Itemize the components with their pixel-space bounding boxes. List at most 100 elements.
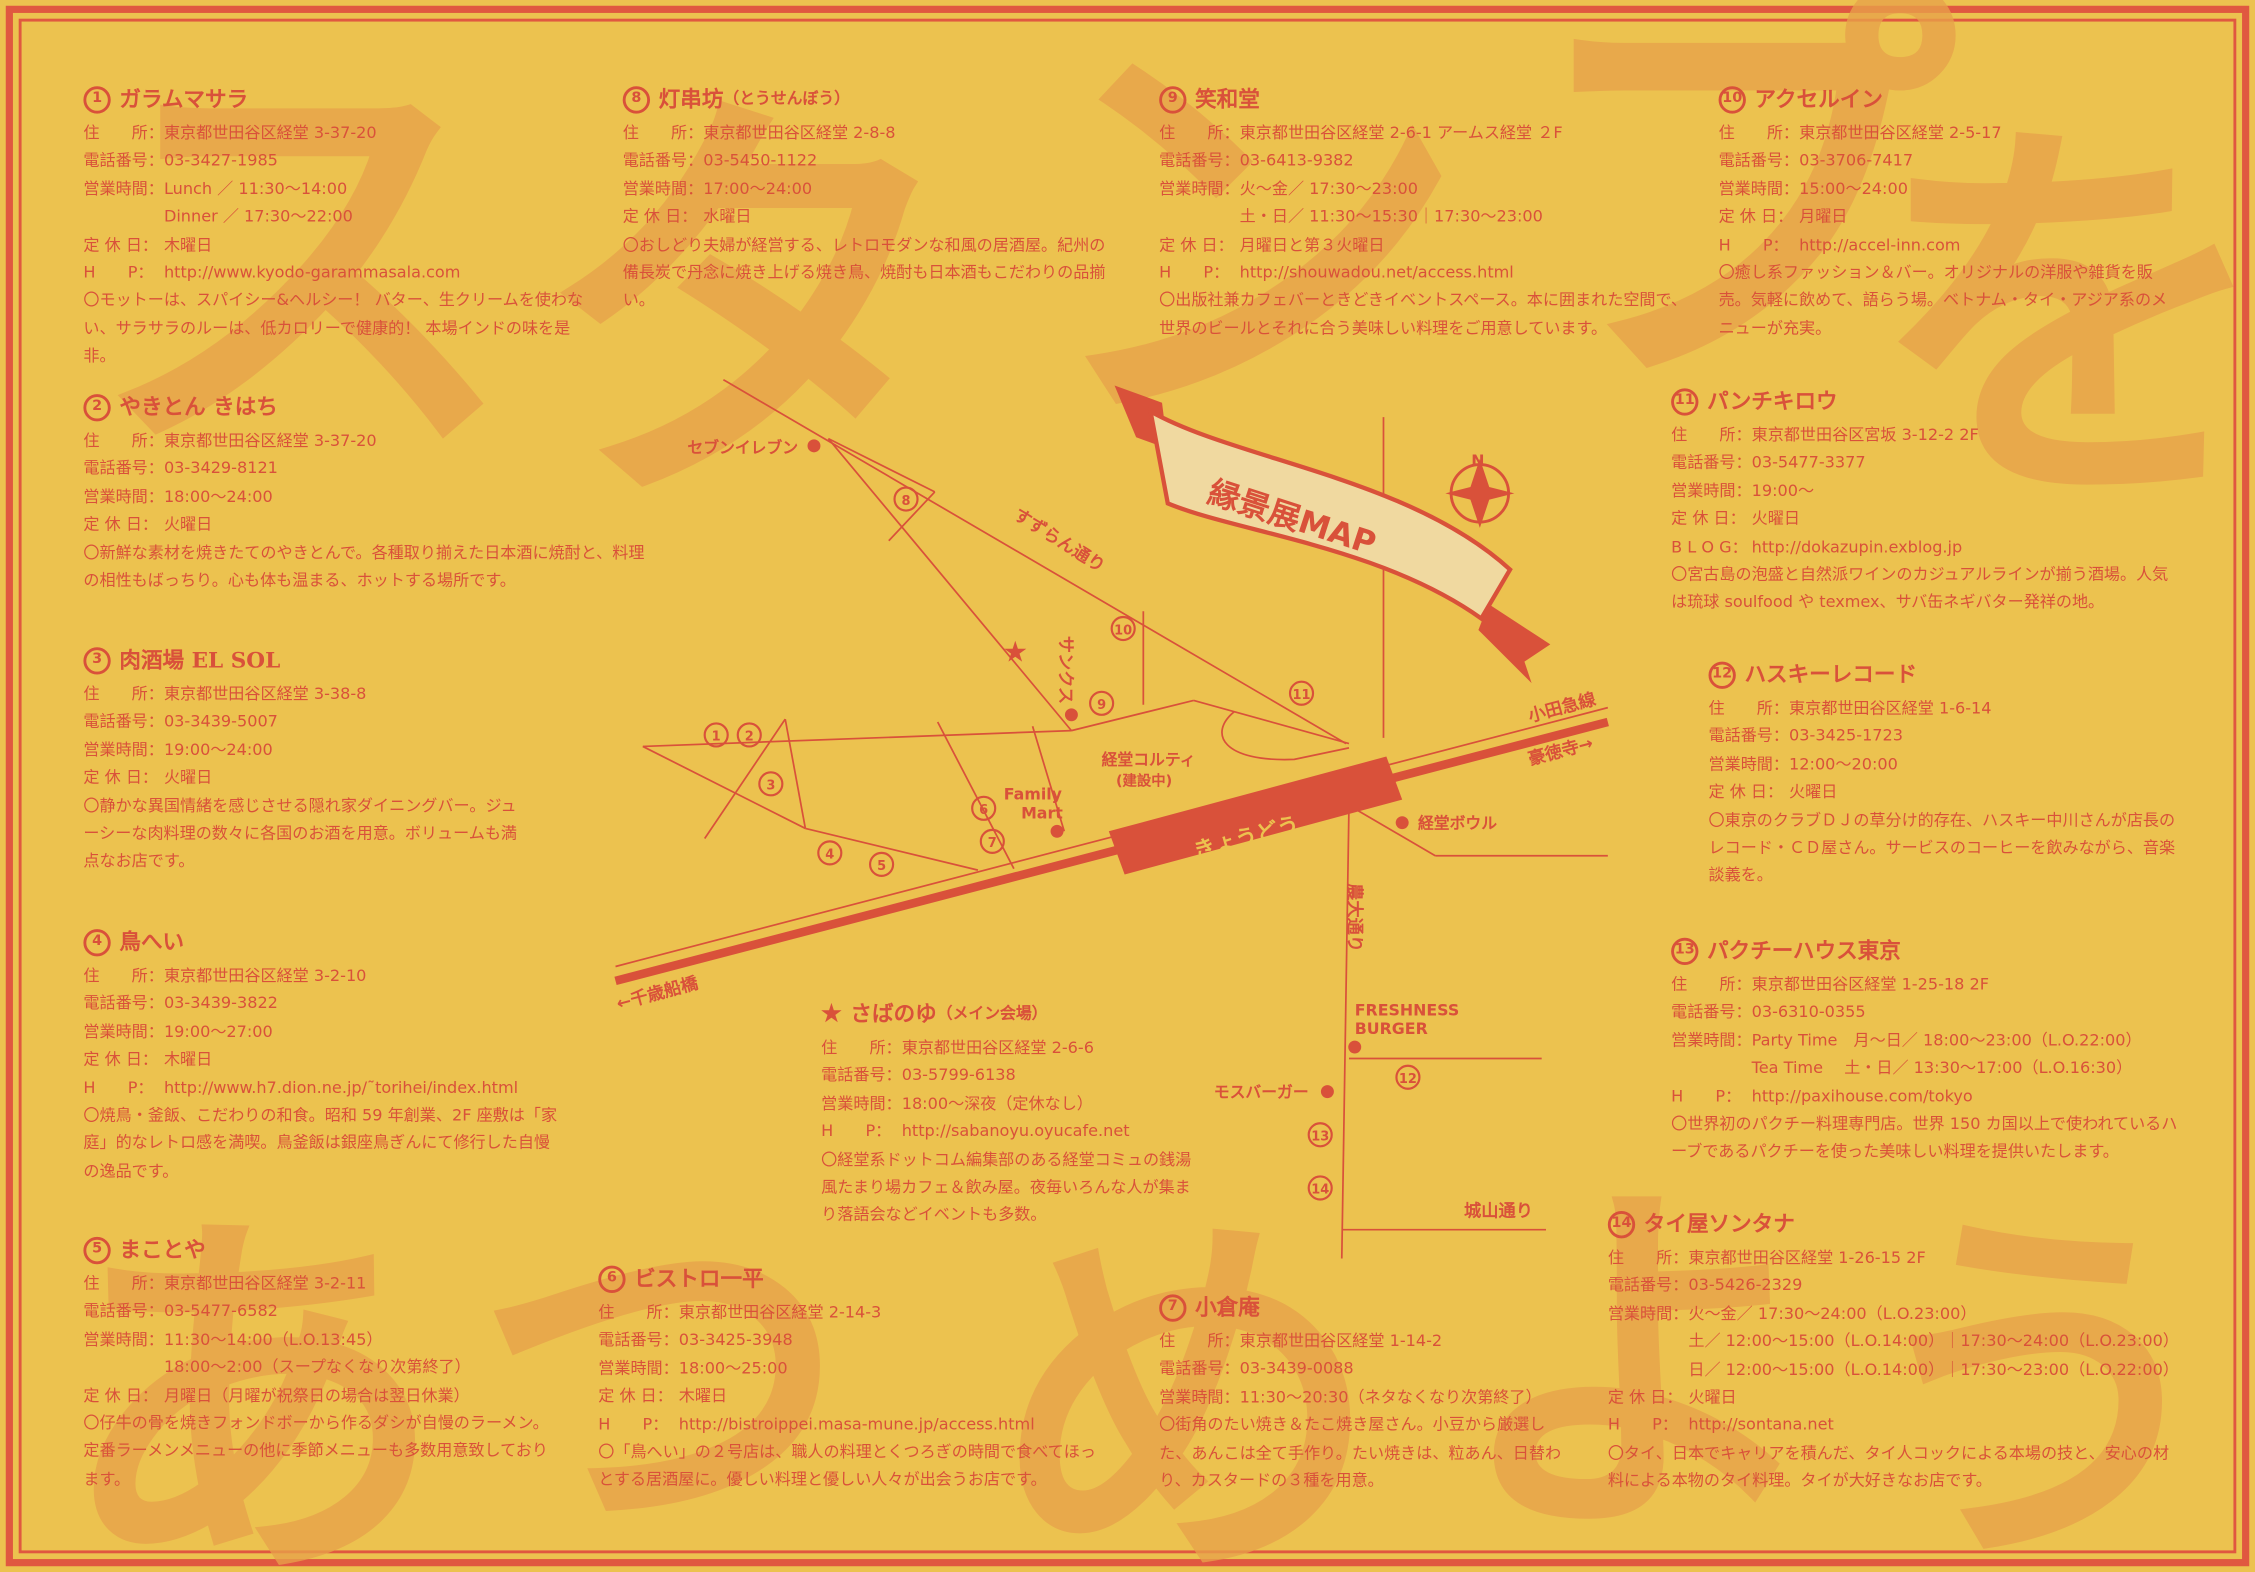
hp-label: H P： <box>821 1122 892 1141</box>
label-kyodo-bowl: 経堂ボウル <box>1418 813 1497 832</box>
shop-description: 〇世界初のパクチー料理専門店。世界 150 カ国以上で使われているハーブであるパ… <box>1671 1114 2178 1162</box>
phone-label: 電話番号： <box>83 712 164 732</box>
phone-label: 電話番号： <box>1708 726 1789 746</box>
shop-name: 灯串坊 <box>658 86 724 113</box>
holiday-value: 火曜日 <box>1688 1387 1737 1407</box>
address-value: 東京都世田谷区経堂 1-14-2 <box>1239 1331 1443 1351</box>
pin-6: 6 <box>979 803 988 818</box>
watermark-char: う <box>1855 1179 2229 1572</box>
label-shiroyama-street: 城山通り <box>1464 1201 1533 1222</box>
hp-link[interactable]: http://shouwadou.net/access.html <box>1239 263 1514 282</box>
label-corty: 経堂コルティ <box>1102 750 1196 769</box>
freshness-dot <box>1348 1040 1362 1054</box>
map-roads <box>642 378 1608 1259</box>
shop-title: ★さばのゆ（メイン会場） <box>821 998 1202 1030</box>
shop-name: タイ屋ソンタナ <box>1643 1210 1795 1237</box>
phone-value: 03-6310-0355 <box>1751 1003 1866 1022</box>
phone-label: 電話番号： <box>83 994 164 1014</box>
holiday-label: 定 休 日： <box>598 1386 673 1406</box>
hours-value: 18:00〜25:00 <box>678 1358 788 1378</box>
holiday-label: 定 休 日： <box>1718 207 1794 227</box>
hp-link[interactable]: http://sabanoyu.oyucafe.net <box>901 1122 1130 1141</box>
label-thanks: サンクス <box>1055 636 1075 704</box>
bowl-dot <box>1395 816 1409 830</box>
label-odakyu-line: 小田急線 <box>1526 688 1599 726</box>
main-venue: ★さばのゆ（メイン会場） 住 所：東京都世田谷区経堂 2-6-6 電話番号：03… <box>821 998 1202 1229</box>
hp-link[interactable]: http://www.kyodo-garammasala.com <box>163 263 461 282</box>
phone-value: 03-3425-1723 <box>1789 726 1904 746</box>
shop-number: 12 <box>1708 660 1736 689</box>
pin-2: 2 <box>745 730 754 745</box>
hp-link[interactable]: http://paxihouse.com/tokyo <box>1751 1086 1973 1106</box>
hours-value: 19:00〜24:00 <box>163 740 273 760</box>
phone-value: 03-3425-3948 <box>678 1330 793 1350</box>
shop-name: パンチキロウ <box>1707 388 1838 415</box>
holiday-label: 定 休 日： <box>83 1050 159 1069</box>
address-label: 住 所： <box>1607 1248 1689 1268</box>
hours-label: 営業時間： <box>83 179 164 199</box>
mos-dot <box>1320 1085 1334 1099</box>
holiday-label: 定 休 日： <box>622 207 698 227</box>
phone-value: 03-5450-1122 <box>703 151 818 171</box>
address-value: 東京都世田谷区経堂 3-38-8 <box>163 684 367 704</box>
pin-11: 11 <box>1293 688 1311 703</box>
hp-link[interactable]: http://accel-inn.com <box>1799 235 1961 255</box>
label-mart: Mart <box>1021 803 1063 822</box>
shop-number: 11 <box>1671 387 1699 415</box>
holiday-value: 木曜日 <box>163 1050 213 1069</box>
shop-number: 3 <box>83 646 111 674</box>
blog-link[interactable]: http://dokazupin.exblog.jp <box>1751 537 1963 557</box>
holiday-label: 定 休 日： <box>1671 509 1746 529</box>
address-value: 東京都世田谷区経堂 2-8-8 <box>703 123 896 143</box>
label-family: Family <box>1004 785 1063 804</box>
phone-label: 電話番号： <box>1607 1276 1689 1296</box>
address-value: 東京都世田谷区経堂 1-6-14 <box>1789 698 1992 718</box>
hours-value: 15:00〜24:00 <box>1799 179 1908 199</box>
label-seven-eleven: セブンイレブン <box>687 438 798 457</box>
hp-link[interactable]: http://bistroippei.masa-mune.jp/access.h… <box>678 1414 1035 1434</box>
address-value: 東京都世田谷区経堂 2-6-6 <box>901 1038 1094 1058</box>
hours-extra: Tea Time 土・日／ 13:30〜17:00（L.O.16:30） <box>1751 1058 2133 1078</box>
watermark-char: プ <box>1524 0 1955 447</box>
shop-name-kana: （とうせんぼう） <box>723 89 850 108</box>
phone-value: 03-3439-0088 <box>1239 1359 1354 1379</box>
inner-border <box>18 18 2237 1554</box>
hours-label: 営業時間： <box>83 740 164 760</box>
pin-9: 9 <box>1097 698 1106 713</box>
hours-value: 18:00〜深夜（定休なし） <box>901 1094 1093 1113</box>
hours-extra: 土／ 12:00〜15:00（L.O.14:00）｜17:30〜24:00（L.… <box>1688 1332 2179 1351</box>
phone-label: 電話番号： <box>1718 151 1800 171</box>
shop-name: アクセルイン <box>1754 86 1883 113</box>
hp-link[interactable]: http://www.h7.dion.ne.jp/˜torihei/index.… <box>163 1078 519 1097</box>
hp-label: H P： <box>1159 263 1230 282</box>
phone-label: 電話番号： <box>83 151 164 171</box>
shop-description: 〇「鳥へい」の２号店は、職人の料理とくつろぎの時間で食べてほっとする居酒屋に。優… <box>598 1442 1096 1490</box>
pin-7: 7 <box>988 836 997 851</box>
hp-label: H P： <box>83 1078 154 1097</box>
outer-border <box>5 5 2250 1567</box>
holiday-label: 定 休 日： <box>83 515 159 534</box>
hp-label: H P： <box>598 1414 669 1434</box>
shop-number: 8 <box>622 85 651 113</box>
shop-description: 〇街角のたい焼き＆たこ焼き屋さん。小豆から厳選した、あんこは全て手作り。たい焼き… <box>1159 1415 1562 1491</box>
shop-description: 〇癒し系ファッション＆バー。オリジナルの洋服や雑貨を販売。気軽に飲めて、語らう場… <box>1718 263 2168 338</box>
shop-number: 6 <box>598 1264 626 1293</box>
shop-name: ハスキーレコード <box>1744 661 1918 688</box>
address-label: 住 所： <box>1159 1331 1240 1351</box>
address-label: 住 所： <box>83 431 164 451</box>
hours-value: 火〜金／ 17:30〜24:00（L.O.23:00） <box>1688 1304 1977 1323</box>
shop-title: 8 灯串坊（とうせんぼう） <box>622 83 1112 115</box>
hp-link[interactable]: http://sontana.net <box>1688 1415 1834 1435</box>
shop-name: ビストロ一平 <box>634 1265 764 1292</box>
address-label: 住 所： <box>83 1274 164 1293</box>
